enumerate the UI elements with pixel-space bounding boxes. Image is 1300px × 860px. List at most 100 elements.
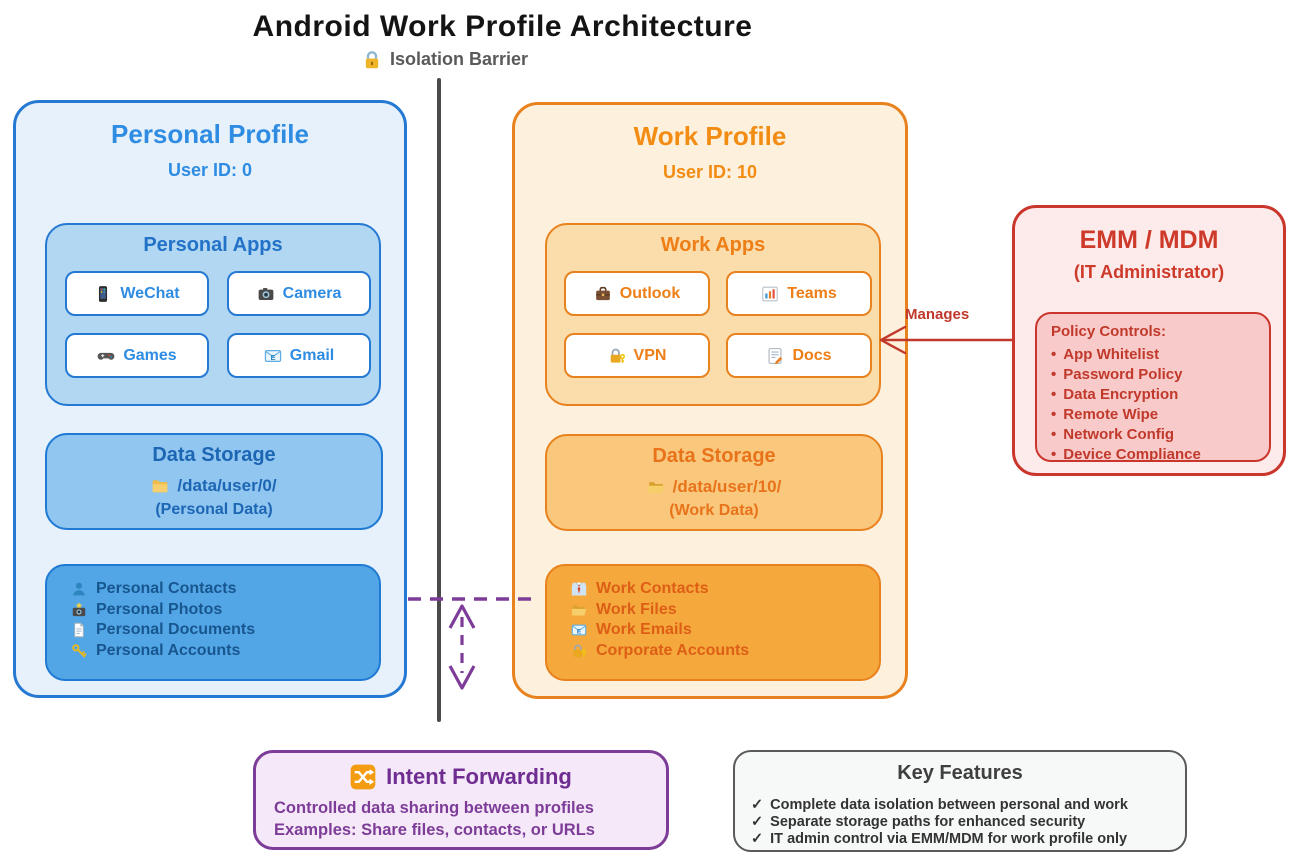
bar-chart-icon [762,286,778,301]
app-card-gmail: E Gmail [227,333,371,378]
app-label: WeChat [120,284,180,302]
check-icon: ✓ [751,813,764,830]
open-folder-icon [572,605,587,616]
list-item-label: Work Files [596,600,677,618]
list-item-label: Personal Documents [96,621,256,639]
intent-forwarding-box: Intent Forwarding Controlled data sharin… [253,750,669,850]
list-item-label: Work Contacts [596,580,709,598]
check-icon: ✓ [751,796,764,813]
policy-item-label: Data Encryption [1063,385,1179,403]
svg-text:E: E [577,629,582,636]
email-icon: E [264,349,281,362]
bullet: • [1051,345,1057,363]
intent-forwarding-header: Intent Forwarding [256,764,666,790]
briefcase-icon [595,286,610,300]
policy-heading: Policy Controls: [1051,323,1167,340]
padlock-icon [365,50,379,68]
key-feature-item: ✓ IT admin control via EMM/MDM for work … [751,830,1128,847]
app-card-docs: Docs [726,333,872,378]
page-icon [74,623,84,638]
list-item: Work Contacts [571,579,879,600]
policy-item: • Remote Wipe [1051,404,1269,424]
gamepad-icon [97,352,115,360]
policy-item-label: Password Policy [1063,365,1183,383]
work-profile-title: Work Profile [633,121,787,151]
personal-apps-title: Personal Apps [143,234,283,256]
intent-forwarding-title: Intent Forwarding [386,764,572,789]
work-data-items-box: Work Contacts Work Files E Work Emails [545,564,881,681]
key-feature-label: Complete data isolation between personal… [770,796,1128,813]
manages-arrow [879,325,1012,355]
policy-item: • App Whitelist [1051,344,1269,364]
isolation-barrier-text: Isolation Barrier [389,49,529,69]
personal-storage-path: /data/user/0/ [177,476,277,495]
list-item-label: Work Emails [596,621,692,639]
list-item: Personal Accounts [71,641,379,662]
work-apps-title: Work Apps [660,234,766,256]
lock-key-icon [573,644,587,657]
folder-icon [153,480,168,493]
app-label: Docs [792,346,832,364]
personal-profile-title: Personal Profile [111,119,309,149]
isolation-barrier-label: Isolation Barrier [0,49,890,70]
smartphone-icon [99,285,108,302]
list-item: E Work Emails [571,620,879,641]
app-label: Outlook [619,284,681,302]
list-item-label: Personal Photos [96,600,223,618]
intent-double-arrow [448,604,476,690]
app-card-games: Games [65,333,209,378]
memo-icon [768,347,783,364]
work-storage-path-row: /data/user/10/ [547,477,881,497]
shuffle-icon [350,764,376,790]
policy-item: • Data Encryption [1051,384,1269,404]
app-card-wechat: WeChat [65,271,209,316]
policy-item-label: Device Compliance [1063,445,1201,463]
personal-profile-box: Personal Profile User ID: 0 Personal App… [13,100,407,698]
policy-item-label: Network Config [1063,425,1175,443]
intent-forwarding-line: Controlled data sharing between profiles [274,799,594,817]
camera-icon [258,287,274,300]
manages-arrow-label: Manages [905,306,970,323]
list-item: Corporate Accounts [571,641,879,662]
personal-data-items-box: Personal Contacts Personal Photos [45,564,381,681]
work-storage-path: /data/user/10/ [672,477,782,496]
intent-forwarding-line: Examples: Share files, contacts, or URLs [274,821,595,839]
bullet: • [1051,365,1057,383]
list-item: Work Files [571,600,879,621]
emm-mdm-box: EMM / MDM (IT Administrator) Policy Cont… [1012,205,1286,476]
app-label: Teams [787,284,837,302]
key-icon [72,643,87,658]
work-apps-box: Work Apps Outlook Teams [545,223,881,406]
app-label: Games [123,346,177,364]
policy-item: • Network Config [1051,424,1269,444]
lock-key-icon [610,348,625,363]
email-icon: E [571,624,587,636]
key-features-box: Key Features ✓ Complete data isolation b… [733,750,1187,852]
personal-storage-title: Data Storage [152,444,276,466]
personal-data-storage-box: Data Storage /data/user/0/ (Personal Dat… [45,433,383,530]
personal-storage-path-row: /data/user/0/ [47,476,381,496]
bullet: • [1051,425,1057,443]
app-card-teams: Teams [726,271,872,316]
list-item: Personal Contacts [71,579,379,600]
work-storage-title: Data Storage [652,445,776,467]
page-title: Android Work Profile Architecture [252,10,753,43]
list-item: Personal Photos [71,600,379,621]
policy-item: • Device Compliance [1051,444,1269,464]
svg-text:E: E [270,352,275,361]
open-folder-icon [647,482,664,494]
check-icon: ✓ [751,830,764,847]
list-item-label: Corporate Accounts [596,641,750,659]
work-profile-box: Work Profile User ID: 10 Work Apps Outlo… [512,102,908,699]
bullet: • [1051,405,1057,423]
emm-subtitle: (IT Administrator) [1073,262,1225,282]
app-card-outlook: Outlook [564,271,710,316]
work-data-storage-box: Data Storage /data/user/10/ (Work Data) [545,434,883,531]
isolation-barrier-line [437,78,441,722]
key-features-list: ✓ Complete data isolation between person… [751,796,1128,847]
app-card-camera: Camera [227,271,371,316]
key-features-title: Key Features [897,762,1023,784]
emm-title: EMM / MDM [1079,226,1219,254]
app-label: VPN [633,346,667,364]
policy-controls-box: Policy Controls: • App Whitelist • Passw… [1035,312,1271,464]
